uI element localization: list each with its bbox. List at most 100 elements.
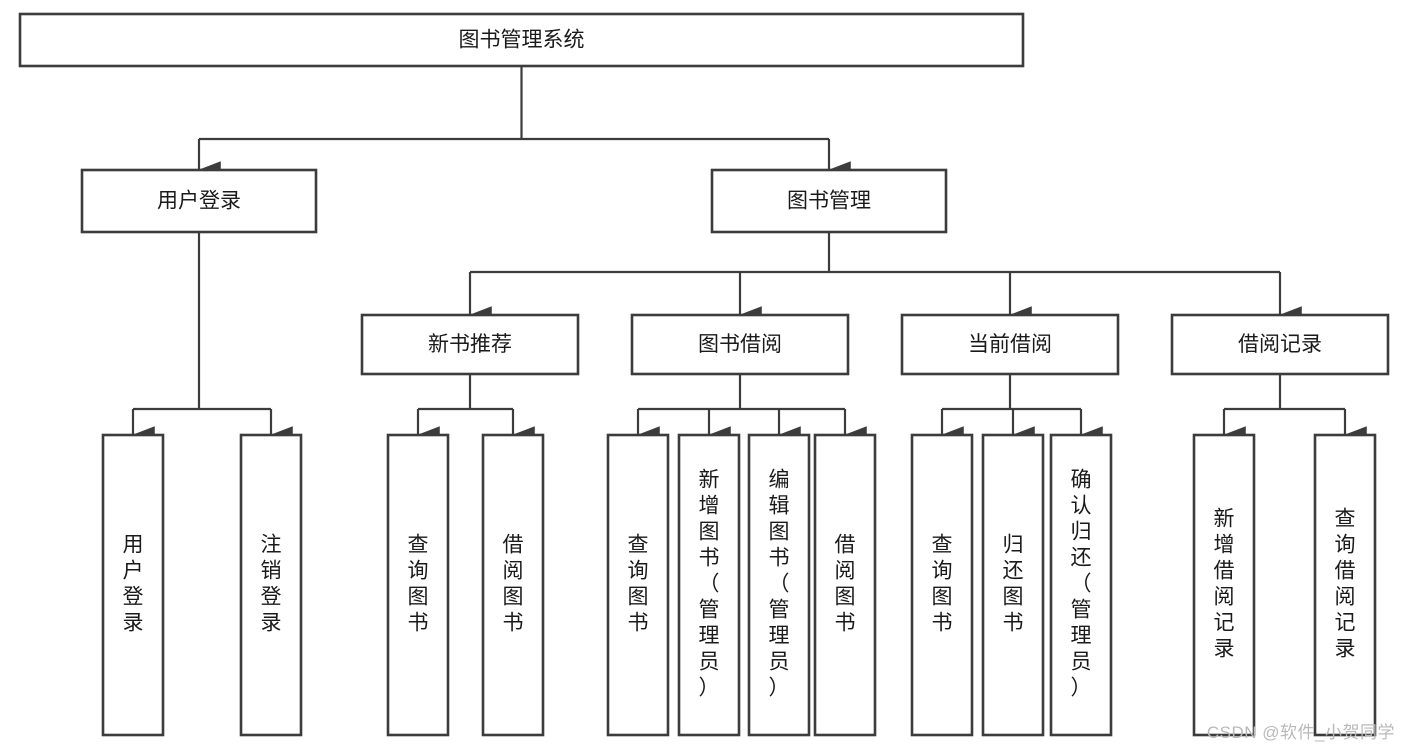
- node-borrow-record-rect[interactable]: [1170, 313, 1390, 376]
- node-leaf-edit-book-label-char: 辑: [769, 495, 790, 518]
- node-leaf-logout-label-char: 销: [261, 560, 282, 583]
- node-user-login[interactable]: 用户登录: [80, 168, 318, 234]
- node-book-borrow-rect[interactable]: [630, 313, 850, 376]
- node-leaf-logout-label-char: 登: [261, 586, 282, 609]
- node-leaf-user-login-label-char: 户: [123, 560, 144, 583]
- node-root[interactable]: 图书管理系统: [18, 12, 1025, 68]
- node-leaf-query-record-label-char: 录: [1335, 638, 1356, 661]
- node-leaf-edit-book-label-char: 理: [769, 625, 790, 648]
- node-leaf-confirm-return-label-char: ）: [1071, 677, 1092, 700]
- node-leaf-query-book-3-label-char: 询: [932, 560, 953, 583]
- node-leaf-confirm-return-label-char: 还: [1071, 547, 1092, 570]
- node-leaf-add-record-label-char: 录: [1214, 638, 1235, 661]
- node-leaf-query-record-label-char: 阅: [1335, 586, 1356, 609]
- node-leaf-query-record-label-char: 询: [1335, 534, 1356, 557]
- node-leaf-borrow-book-2-label-char: 阅: [835, 560, 856, 583]
- node-leaf-query-book-3-rect[interactable]: [910, 433, 974, 737]
- node-borrow-record-label: 借阅记录: [1238, 333, 1322, 356]
- node-new-book-recommend[interactable]: 新书推荐: [360, 313, 580, 376]
- node-leaf-add-book-label-char: 员: [699, 651, 720, 674]
- node-new-book-recommend-rect[interactable]: [360, 313, 580, 376]
- node-leaf-borrow-book-2-rect[interactable]: [813, 433, 877, 737]
- node-leaf-edit-book-rect[interactable]: [747, 433, 811, 737]
- node-leaf-borrow-book-1-label-char: 书: [503, 612, 524, 635]
- node-leaf-edit-book-label-char: ）: [769, 677, 790, 700]
- node-leaf-confirm-return-label-char: 认: [1071, 495, 1092, 518]
- node-book-manage[interactable]: 图书管理: [710, 168, 948, 234]
- node-leaf-edit-book-label-char: （: [769, 573, 790, 596]
- node-leaf-edit-book-label-char: 图: [769, 521, 790, 544]
- node-leaf-return-book-rect[interactable]: [981, 433, 1045, 737]
- node-book-borrow[interactable]: 图书借阅: [630, 313, 850, 376]
- node-leaf-confirm-return-label-char: 管: [1071, 599, 1092, 622]
- node-leaf-borrow-book-2-label-char: 书: [835, 612, 856, 635]
- node-leaf-add-record-label-char: 新: [1214, 508, 1235, 531]
- node-root-rect[interactable]: [18, 12, 1025, 68]
- node-leaf-query-record-rect[interactable]: [1313, 433, 1377, 737]
- node-leaf-confirm-return-label-char: 理: [1071, 625, 1092, 648]
- node-leaf-borrow-book-2-label-char: 借: [835, 534, 856, 557]
- node-leaf-user-login[interactable]: 用户登录: [101, 433, 165, 737]
- node-root-label: 图书管理系统: [459, 29, 585, 52]
- node-leaf-query-book-1-label-char: 图: [408, 586, 429, 609]
- connector-edges: [131, 66, 1367, 444]
- node-leaf-confirm-return-label-char: 员: [1071, 651, 1092, 674]
- node-leaf-confirm-return-rect[interactable]: [1049, 433, 1113, 737]
- node-leaf-borrow-book-1-label-char: 阅: [503, 560, 524, 583]
- node-leaf-add-book-label-char: ）: [699, 677, 720, 700]
- node-leaf-return-book-label-char: 归: [1003, 534, 1024, 557]
- node-leaf-query-book-1-label-char: 查: [408, 534, 429, 557]
- node-leaf-return-book-label-char: 书: [1003, 612, 1024, 635]
- node-leaf-user-login-rect[interactable]: [101, 433, 165, 737]
- node-current-borrow-label: 当前借阅: [968, 333, 1052, 356]
- node-leaf-query-book-2-rect[interactable]: [606, 433, 670, 737]
- node-leaf-query-book-3-label-char: 查: [932, 534, 953, 557]
- node-leaf-add-book-label-char: （: [699, 573, 720, 596]
- node-book-manage-rect[interactable]: [710, 168, 948, 234]
- node-leaf-return-book-label-char: 还: [1003, 560, 1024, 583]
- node-leaf-borrow-book-2-label-char: 图: [835, 586, 856, 609]
- node-leaf-query-book-2-label-char: 图: [628, 586, 649, 609]
- node-leaf-query-book-1-rect[interactable]: [386, 433, 450, 737]
- node-leaf-add-record-label-char: 增: [1214, 534, 1235, 557]
- node-leaf-add-book-label-char: 图: [699, 521, 720, 544]
- node-leaf-query-record-label-char: 查: [1335, 508, 1356, 531]
- node-borrow-record[interactable]: 借阅记录: [1170, 313, 1390, 376]
- node-leaf-add-book-rect[interactable]: [677, 433, 741, 737]
- node-leaf-user-login-label-char: 录: [123, 612, 144, 635]
- node-leaf-edit-book-label-char: 书: [769, 547, 790, 570]
- node-leaf-user-login-label-char: 登: [123, 586, 144, 609]
- node-leaf-add-record-rect[interactable]: [1192, 433, 1256, 737]
- node-leaf-borrow-book-1-rect[interactable]: [481, 433, 545, 737]
- node-current-borrow-rect[interactable]: [900, 313, 1120, 376]
- node-leaf-query-book-3-label-char: 书: [932, 612, 953, 635]
- node-leaf-logout-label-char: 录: [261, 612, 282, 635]
- node-user-login-rect[interactable]: [80, 168, 318, 234]
- node-leaf-query-book-2-label-char: 书: [628, 612, 649, 635]
- node-leaf-confirm-return-label-char: 归: [1071, 521, 1092, 544]
- node-leaf-add-book-label-char: 书: [699, 547, 720, 570]
- node-leaf-logout-rect[interactable]: [239, 433, 303, 737]
- node-leaf-add-book-label-char: 新: [699, 469, 720, 492]
- node-current-borrow[interactable]: 当前借阅: [900, 313, 1120, 376]
- node-leaf-query-book-3-label-char: 图: [932, 586, 953, 609]
- node-boxes: 图书管理系统用户登录图书管理新书推荐图书借阅当前借阅借阅记录用户登录注销登录查询…: [18, 12, 1390, 737]
- node-leaf-query-book-1-label-char: 询: [408, 560, 429, 583]
- node-user-login-label: 用户登录: [157, 190, 241, 213]
- node-leaf-borrow-book-1-label-char: 借: [503, 534, 524, 557]
- node-leaf-confirm-return-label-char: 确: [1071, 469, 1092, 492]
